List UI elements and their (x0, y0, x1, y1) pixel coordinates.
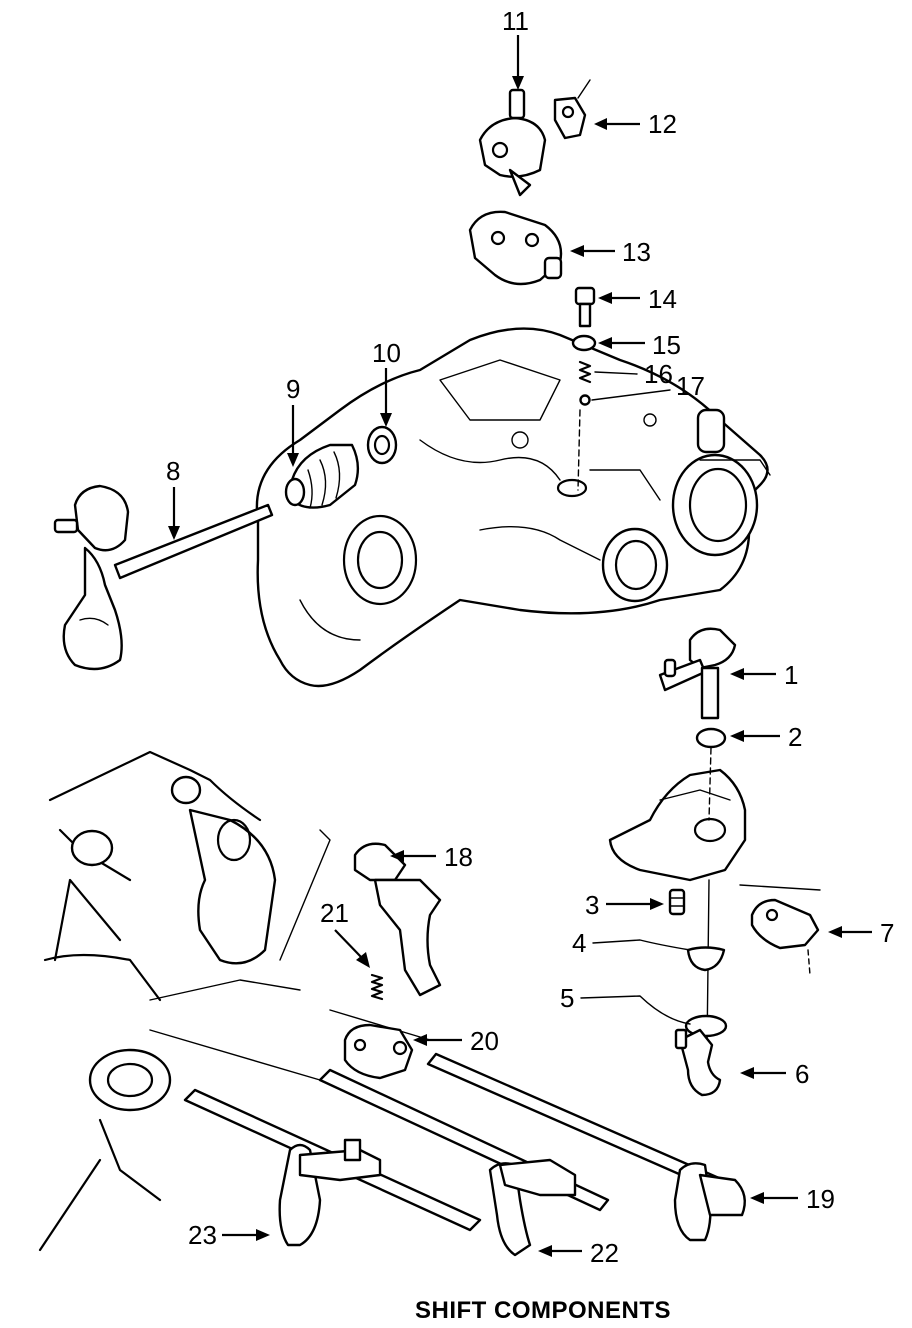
callout-19: 19 (750, 1184, 835, 1214)
part-17-ball (579, 394, 591, 406)
callout-label: 1 (784, 660, 798, 690)
callout-label: 17 (676, 371, 705, 401)
callout-21: 21 (320, 898, 370, 968)
callout-label: 14 (648, 284, 677, 314)
callout-label: 23 (188, 1220, 217, 1250)
callout-label: 15 (652, 330, 681, 360)
callout-label: 4 (572, 928, 586, 958)
part-7-lever (750, 898, 820, 976)
callout-label: 10 (372, 338, 401, 368)
callout-12: 12 (594, 109, 677, 139)
part-18-shift-arm (353, 842, 442, 997)
callout-5: 5 (560, 983, 691, 1025)
part-9-boot (284, 443, 360, 509)
callout-11: 11 (502, 6, 529, 90)
callout-label: 9 (286, 374, 300, 404)
callout-label: 11 (502, 6, 529, 36)
callout-16: 16 (594, 359, 673, 389)
shift-housing-lower (608, 768, 821, 891)
callout-label: 22 (590, 1238, 619, 1268)
callout-label: 12 (648, 109, 677, 139)
alignment-line-lower (708, 747, 712, 821)
part-11-shift-lever (478, 88, 547, 197)
callout-13: 13 (570, 237, 651, 267)
callout-20: 20 (413, 1026, 499, 1056)
callout-label: 5 (560, 983, 574, 1013)
callout-label: 16 (644, 359, 673, 389)
part-3-bolt (668, 888, 686, 916)
transmission-case-lower (38, 750, 431, 1252)
part-4-seal (686, 946, 726, 972)
shift-rails (149, 1029, 730, 1232)
callout-23: 23 (188, 1220, 270, 1250)
callout-7: 7 (828, 918, 894, 948)
callout-10: 10 (372, 338, 401, 427)
callout-label: 20 (470, 1026, 499, 1056)
callout-14: 14 (598, 284, 677, 314)
callout-17: 17 (591, 371, 705, 401)
part-16-spring (578, 360, 592, 384)
callout-9: 9 (286, 374, 300, 467)
callout-22: 22 (538, 1238, 619, 1268)
callout-label: 19 (806, 1184, 835, 1214)
part-2-washer (695, 727, 727, 749)
callout-label: 3 (585, 890, 599, 920)
callout-15: 15 (598, 330, 681, 360)
part-23-shift-fork (278, 1138, 382, 1247)
callout-2: 2 (730, 722, 802, 752)
part-20-interlock (343, 1023, 414, 1080)
part-8-shift-rod (53, 484, 274, 671)
callout-18: 18 (390, 842, 473, 872)
part-21-spring (370, 973, 384, 1001)
part-10-seal (366, 425, 398, 465)
callout-label: 7 (880, 918, 894, 948)
callout-8: 8 (166, 456, 180, 540)
part-14-bolt (574, 286, 596, 328)
part-22-shift-fork (488, 1158, 577, 1257)
callout-1: 1 (730, 660, 798, 690)
part-6-shift-shaft (674, 1028, 722, 1097)
alignment-line (577, 409, 581, 491)
callout-label: 2 (788, 722, 802, 752)
callout-label: 21 (320, 898, 349, 928)
part-13-shift-housing (468, 210, 563, 286)
callout-4: 4 (572, 928, 691, 958)
callout-label: 13 (622, 237, 651, 267)
callout-label: 6 (795, 1059, 809, 1089)
part-12-bracket (553, 79, 591, 140)
part-1-selector-lever (658, 627, 737, 720)
callout-3: 3 (585, 890, 664, 920)
part-19-shift-fork (673, 1162, 746, 1242)
part-15-washer (571, 334, 597, 352)
callout-label: 18 (444, 842, 473, 872)
callout-label: 8 (166, 456, 180, 486)
callout-6: 6 (740, 1059, 809, 1089)
diagram-caption: SHIFT COMPONENTS (415, 1297, 671, 1324)
case-bore (556, 478, 588, 498)
